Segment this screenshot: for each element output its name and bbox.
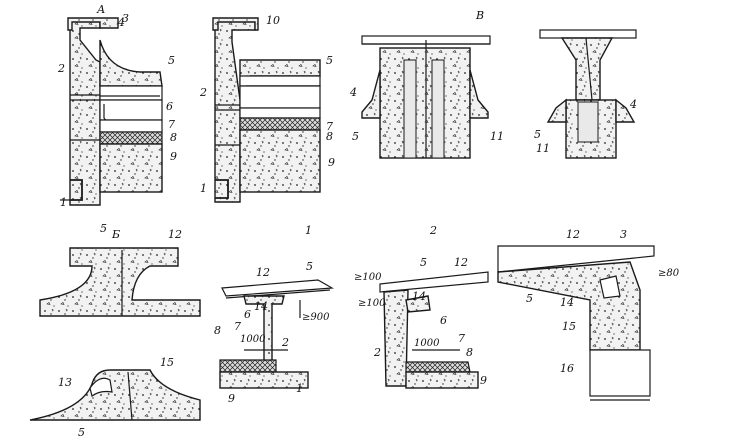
label-16-d3: 16	[560, 362, 574, 375]
detail-v2	[539, 29, 637, 159]
panel-label-2: 2	[429, 224, 437, 237]
label-14-d2: 14	[412, 290, 426, 303]
label-8-a2: 8	[326, 130, 333, 143]
label-3: 3	[122, 12, 129, 25]
label-11-v2: 11	[536, 142, 550, 155]
dimension-1000-d1: 1000	[240, 334, 266, 345]
label-5-b1: 5	[100, 222, 107, 235]
label-14-d3: 14	[560, 296, 574, 309]
label-9-d2: 9	[480, 374, 487, 387]
label-7-a2: 7	[326, 120, 333, 133]
label-12-b1: 12	[168, 228, 182, 241]
dimension-80: ≥80	[658, 268, 680, 279]
label-4-v1: 4	[349, 86, 357, 99]
label-8-d1: 8	[214, 324, 221, 337]
label-4-v2: 4	[629, 98, 637, 111]
label-7: 7	[168, 118, 175, 131]
label-12-d1: 12	[256, 266, 270, 279]
label-12-d2: 12	[454, 256, 468, 269]
dimension-100-top: ≥100	[354, 272, 382, 283]
panel-label-a: А	[96, 3, 105, 16]
label-10: 10	[266, 14, 280, 27]
detail-3	[497, 245, 655, 401]
label-6-d1: 6	[244, 308, 251, 321]
label-1: 1	[60, 196, 67, 209]
panel-label-1: 1	[305, 224, 312, 237]
label-15-d3: 15	[562, 320, 576, 333]
label-2: 2	[57, 62, 65, 75]
label-5: 5	[168, 54, 175, 67]
detail-a2	[212, 17, 321, 203]
panel-label-b: Б	[111, 228, 120, 241]
label-2-d2: 2	[373, 346, 381, 359]
label-8: 8	[170, 131, 177, 144]
label-6: 6	[166, 100, 173, 113]
panel-label-v: В	[475, 9, 484, 22]
label-5-a2: 5	[326, 54, 333, 67]
label-5-v1: 5	[352, 130, 359, 143]
label-8-d2: 8	[466, 346, 473, 359]
detail-v1	[361, 35, 491, 159]
dimension-900: ≥900	[302, 312, 330, 323]
label-2-a2: 2	[199, 86, 207, 99]
label-1-d1: 1	[296, 382, 303, 395]
label-5-d2: 5	[420, 256, 427, 269]
label-11-v1: 11	[490, 130, 504, 143]
label-12-d3: 12	[566, 228, 580, 241]
dimension-100-side: ≥100	[358, 298, 386, 309]
detail-a1	[60, 17, 163, 206]
detail-1	[219, 279, 334, 389]
label-9-d1: 9	[228, 392, 235, 405]
detail-2	[379, 271, 489, 389]
label-7-d1: 7	[234, 320, 241, 333]
detail-b1	[39, 247, 201, 317]
label-9-a2: 9	[328, 156, 335, 169]
label-4: 4	[117, 16, 125, 29]
label-7-d2: 7	[458, 332, 465, 345]
label-9: 9	[170, 150, 177, 163]
label-15-b2: 15	[160, 356, 174, 369]
label-5-d3: 5	[526, 292, 533, 305]
dimension-1000-d2: 1000	[414, 338, 440, 349]
detail-b2	[29, 369, 201, 421]
label-5-b2: 5	[78, 426, 85, 439]
label-5-d1: 5	[306, 260, 313, 273]
label-5-v2: 5	[534, 128, 541, 141]
label-2-d1: 2	[281, 336, 289, 349]
label-6-d2: 6	[440, 314, 447, 327]
label-13-b2: 13	[58, 376, 72, 389]
label-14-d1: 14	[254, 300, 268, 313]
label-1-a2: 1	[200, 182, 207, 195]
panel-label-3: 3	[620, 228, 627, 241]
